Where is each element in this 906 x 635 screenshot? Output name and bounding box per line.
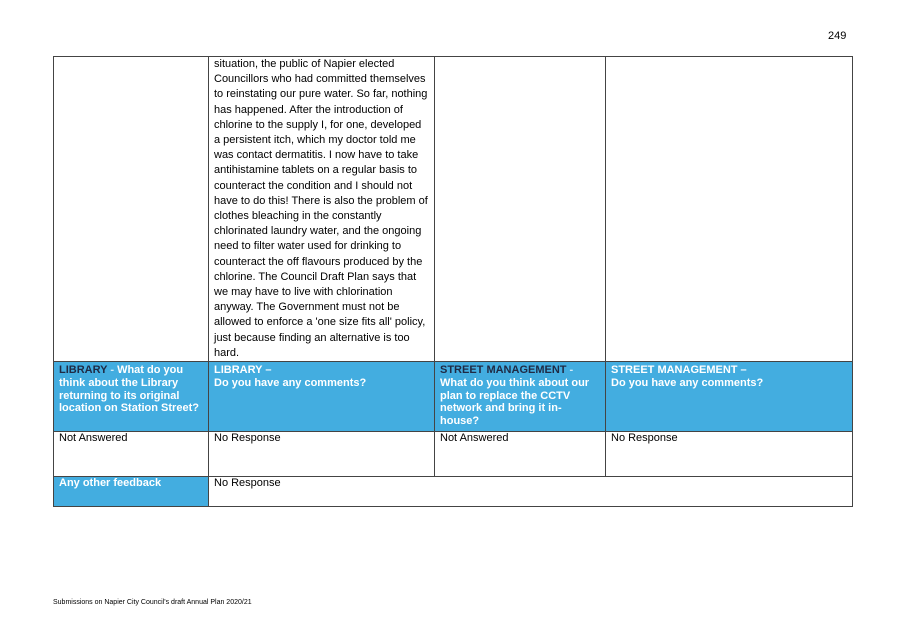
- header-prefix: LIBRARY –: [214, 364, 272, 377]
- submission-table: situation, the public of Napier elected …: [53, 55, 853, 508]
- header-separator: -: [107, 364, 118, 377]
- continued-row: situation, the public of Napier elected …: [53, 55, 853, 363]
- header-prefix: STREET MANAGEMENT –: [611, 364, 747, 377]
- response-cell: Not Answered: [434, 431, 606, 478]
- continued-comment-text: situation, the public of Napier elected …: [208, 55, 435, 363]
- empty-cell: [434, 55, 606, 363]
- response-cell: Not Answered: [53, 431, 209, 478]
- question-header-row: LIBRARY - What do you think about the Li…: [53, 361, 853, 433]
- header-question: What do you think about the Library retu…: [59, 364, 199, 415]
- response-cell: No Response: [605, 431, 853, 478]
- library-comments-header: LIBRARY – Do you have any comments?: [208, 361, 435, 433]
- header-question: Do you have any comments?: [611, 376, 764, 389]
- header-separator: -: [566, 364, 574, 377]
- header-prefix: LIBRARY: [59, 364, 108, 377]
- library-question-header: LIBRARY - What do you think about the Li…: [53, 361, 209, 433]
- feedback-row: Any other feedback No Response: [53, 476, 853, 508]
- header-question: Do you have any comments?: [214, 376, 367, 389]
- response-cell: No Response: [208, 431, 435, 478]
- street-management-question-header: STREET MANAGEMENT - What do you think ab…: [434, 361, 606, 433]
- empty-cell: [53, 55, 209, 363]
- street-management-comments-header: STREET MANAGEMENT – Do you have any comm…: [605, 361, 853, 433]
- page-number: 249: [828, 30, 847, 42]
- response-row: Not Answered No Response Not Answered No…: [53, 431, 853, 478]
- empty-cell: [605, 55, 853, 363]
- page-footer: Submissions on Napier City Council's dra…: [53, 599, 252, 606]
- header-prefix: STREET MANAGEMENT: [440, 364, 567, 377]
- header-question: What do you think about our plan to repl…: [440, 376, 590, 428]
- feedback-label: Any other feedback: [53, 476, 209, 508]
- feedback-value: No Response: [208, 476, 853, 508]
